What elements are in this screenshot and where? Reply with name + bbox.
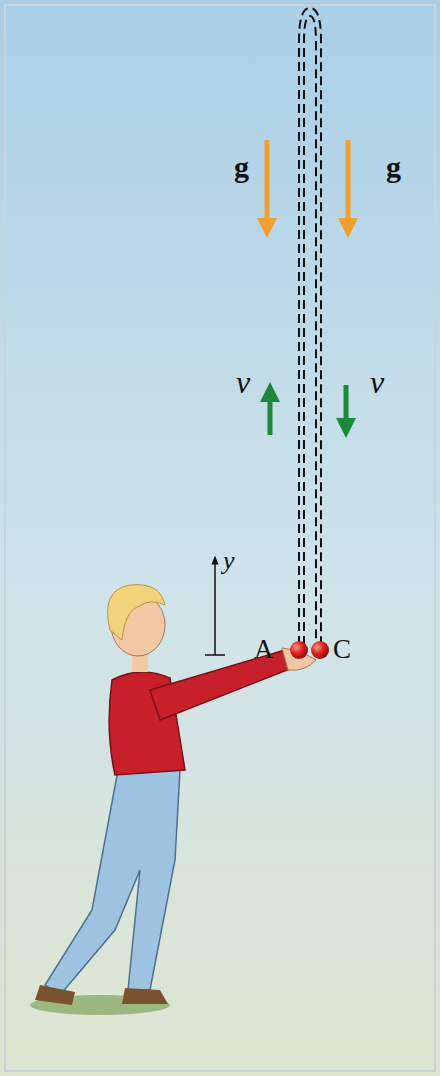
axis-label: y <box>223 548 235 574</box>
person <box>30 585 316 1015</box>
velocity-arrow <box>344 385 349 428</box>
gravity-label: g <box>386 152 401 182</box>
gravity-arrow <box>346 140 351 228</box>
point-label: A <box>254 636 274 663</box>
trajectory-outer <box>299 8 321 645</box>
axis-tick <box>205 654 225 656</box>
frame <box>5 5 435 1071</box>
trajectory-inner <box>304 16 316 645</box>
gravity-label: g <box>234 152 249 182</box>
ball <box>290 641 308 659</box>
gravity-arrow <box>265 140 270 228</box>
velocity-arrow <box>268 392 273 435</box>
y-axis <box>214 560 216 655</box>
velocity-label: v <box>370 366 384 398</box>
point-label: C <box>333 636 351 663</box>
velocity-label: v <box>236 366 250 398</box>
ball <box>311 641 329 659</box>
